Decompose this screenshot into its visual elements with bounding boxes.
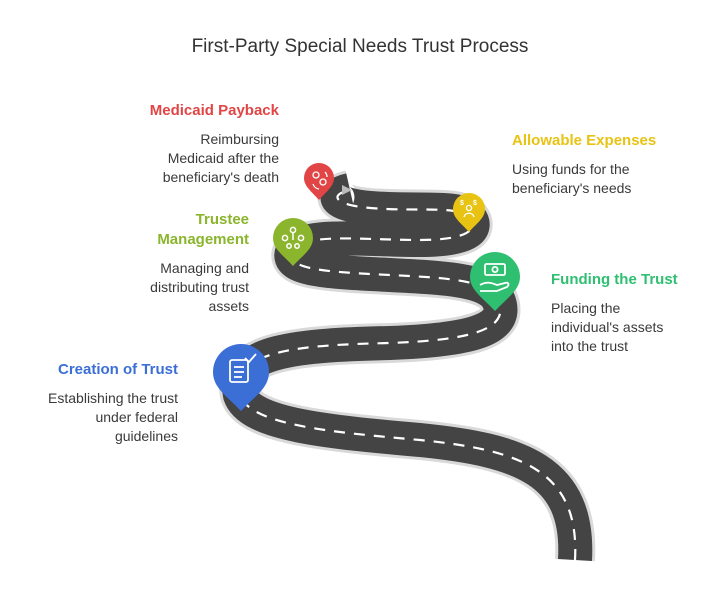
expenses-heading: Allowable Expenses — [512, 132, 657, 149]
trustee-description: Managing and distributing trust assets — [150, 259, 249, 316]
expenses-pin: $ $ — [453, 193, 485, 232]
expenses-desc-line: Using funds for the — [512, 161, 630, 177]
creation-desc-line: under federal — [95, 409, 178, 425]
creation-step: Creation of Trust Establishing the trust… — [48, 360, 178, 446]
trustee-desc-line: Managing and — [160, 260, 249, 276]
road-end-arrow — [342, 185, 352, 195]
trustee-step: Trustee Management Managing and distribu… — [150, 210, 249, 316]
payback-desc-line: beneficiary's death — [162, 169, 279, 185]
funding-desc-line: individual's assets — [551, 319, 664, 335]
svg-text:$: $ — [473, 200, 477, 207]
trustee-desc-line: assets — [208, 298, 249, 314]
expenses-desc-line: beneficiary's needs — [512, 180, 632, 196]
creation-desc-line: Establishing the trust — [48, 390, 178, 406]
money-person-icon: $ $ — [460, 200, 477, 218]
creation-description: Establishing the trust under federal gui… — [48, 389, 178, 446]
trustee-pin — [273, 218, 313, 266]
trustee-heading-line: Management — [157, 231, 249, 248]
trustee-heading-line: Trustee — [195, 211, 249, 228]
funding-desc-line: Placing the — [551, 300, 621, 316]
payback-step: Medicaid Payback Reimbursing Medicaid af… — [150, 101, 279, 187]
payback-desc-line: Reimbursing — [200, 131, 279, 147]
funding-description: Placing the individual's assets into the… — [551, 299, 678, 356]
expenses-description: Using funds for the beneficiary's needs — [512, 160, 656, 198]
funding-heading: Funding the Trust — [551, 271, 678, 288]
creation-desc-line: guidelines — [114, 428, 178, 444]
funding-pin — [470, 252, 520, 311]
creation-pin — [213, 344, 269, 411]
document-check-icon — [229, 353, 257, 383]
trustee-heading: Trustee Management — [150, 210, 249, 250]
svg-text:$: $ — [460, 200, 464, 207]
payback-heading: Medicaid Payback — [149, 102, 279, 119]
payback-description: Reimbursing Medicaid after the beneficia… — [150, 130, 279, 187]
expenses-step: Allowable Expenses Using funds for the b… — [512, 131, 656, 198]
money-hand-icon — [479, 263, 510, 292]
payback-desc-line: Medicaid after the — [167, 150, 279, 166]
page-title: First-Party Special Needs Trust Process — [191, 36, 529, 57]
trustee-desc-line: distributing trust — [150, 279, 249, 295]
funding-step: Funding the Trust Placing the individual… — [551, 270, 678, 356]
funding-desc-line: into the trust — [551, 338, 629, 354]
people-network-icon — [281, 226, 305, 249]
coins-refund-icon — [312, 171, 328, 190]
creation-heading: Creation of Trust — [57, 361, 178, 378]
payback-pin — [304, 163, 334, 200]
